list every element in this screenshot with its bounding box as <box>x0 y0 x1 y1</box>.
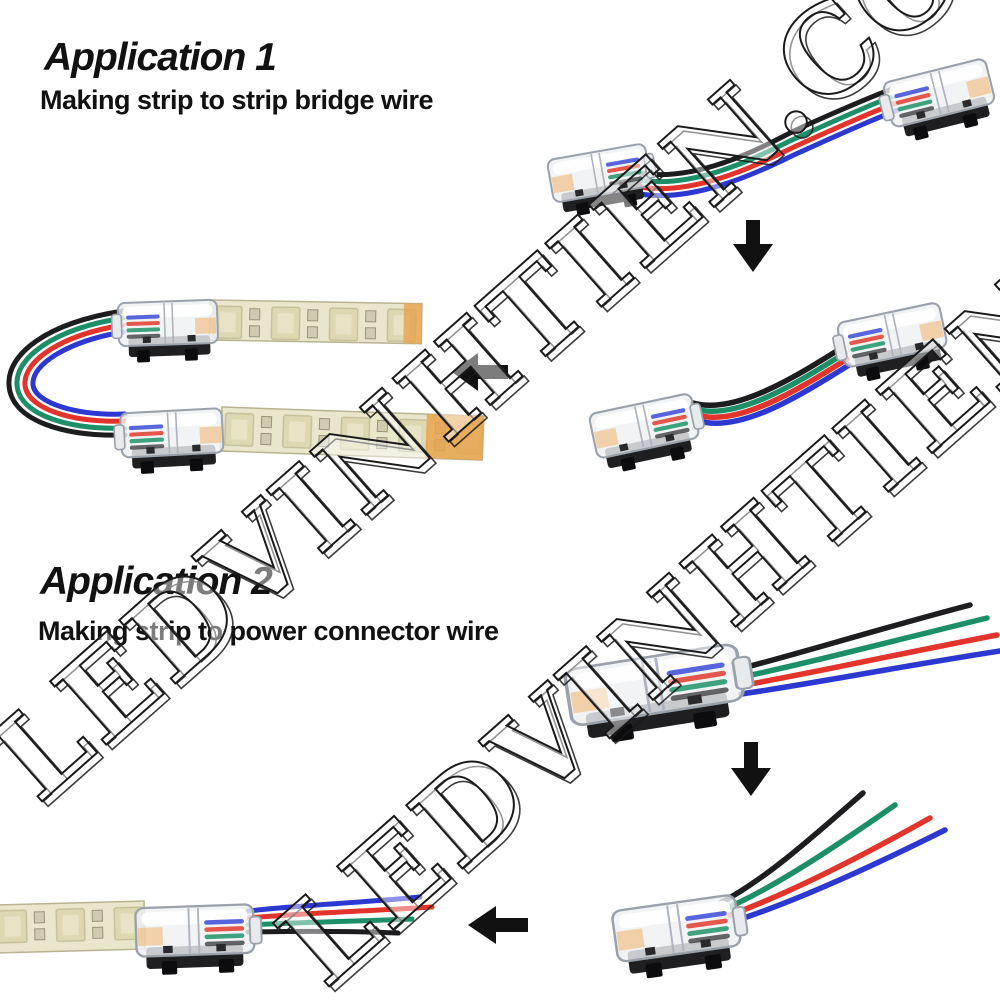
wire-red <box>736 632 1000 689</box>
photo-bridge-wire-open <box>540 15 1000 280</box>
wire-green <box>637 93 897 184</box>
wire-black <box>732 602 973 673</box>
wire-blue <box>696 362 852 426</box>
wire-black <box>245 928 401 936</box>
wire-red <box>245 904 435 921</box>
strip-connector <box>562 639 761 750</box>
photo-power-connector-fanned <box>585 775 1000 980</box>
strip-connector <box>828 300 953 388</box>
led-strip <box>208 299 423 345</box>
wire-red <box>637 100 899 191</box>
wire-black <box>637 86 895 177</box>
wire-blue <box>30 329 128 417</box>
wire-green <box>692 350 848 414</box>
strip-connector <box>110 298 220 365</box>
arrow-down-icon <box>731 220 775 272</box>
wire-blue <box>732 827 948 924</box>
wire-black <box>690 344 846 408</box>
strip-connector <box>112 407 226 477</box>
arrow-left-icon <box>452 353 508 391</box>
wire-green <box>14 315 128 431</box>
strip-connector <box>545 141 663 221</box>
wire-red <box>22 322 128 424</box>
app2-title: Application 2 <box>40 560 273 603</box>
wire-red <box>694 356 850 420</box>
app1-title: Application 1 <box>44 36 277 79</box>
photo-strip-with-power-wire <box>0 845 520 1000</box>
app1-subtitle: Making strip to strip bridge wire <box>40 85 434 115</box>
wire-green <box>245 916 415 928</box>
strip-connector <box>874 56 1000 148</box>
photo-bridge-wire-assembled <box>555 285 1000 485</box>
wire-blue <box>637 107 901 198</box>
photo-power-connector-wires <box>545 585 1000 770</box>
strip-connector <box>587 390 712 478</box>
led-strip <box>0 900 146 954</box>
app2-subtitle: Making strip to power connector wire <box>38 616 499 646</box>
wire-black <box>717 790 866 906</box>
wire-red <box>727 815 933 918</box>
arrow-left-icon <box>468 906 528 944</box>
wire-green <box>722 802 898 912</box>
strip-connector <box>610 891 754 980</box>
wire-blue <box>738 648 1000 697</box>
photo-strips-joined-by-bridge <box>5 285 520 480</box>
arrow-down-icon <box>729 742 773 796</box>
wire-black <box>6 308 128 438</box>
led-strip <box>219 406 485 461</box>
wire-blue <box>245 894 423 914</box>
strip-connector <box>133 902 264 977</box>
wire-green <box>734 615 990 681</box>
